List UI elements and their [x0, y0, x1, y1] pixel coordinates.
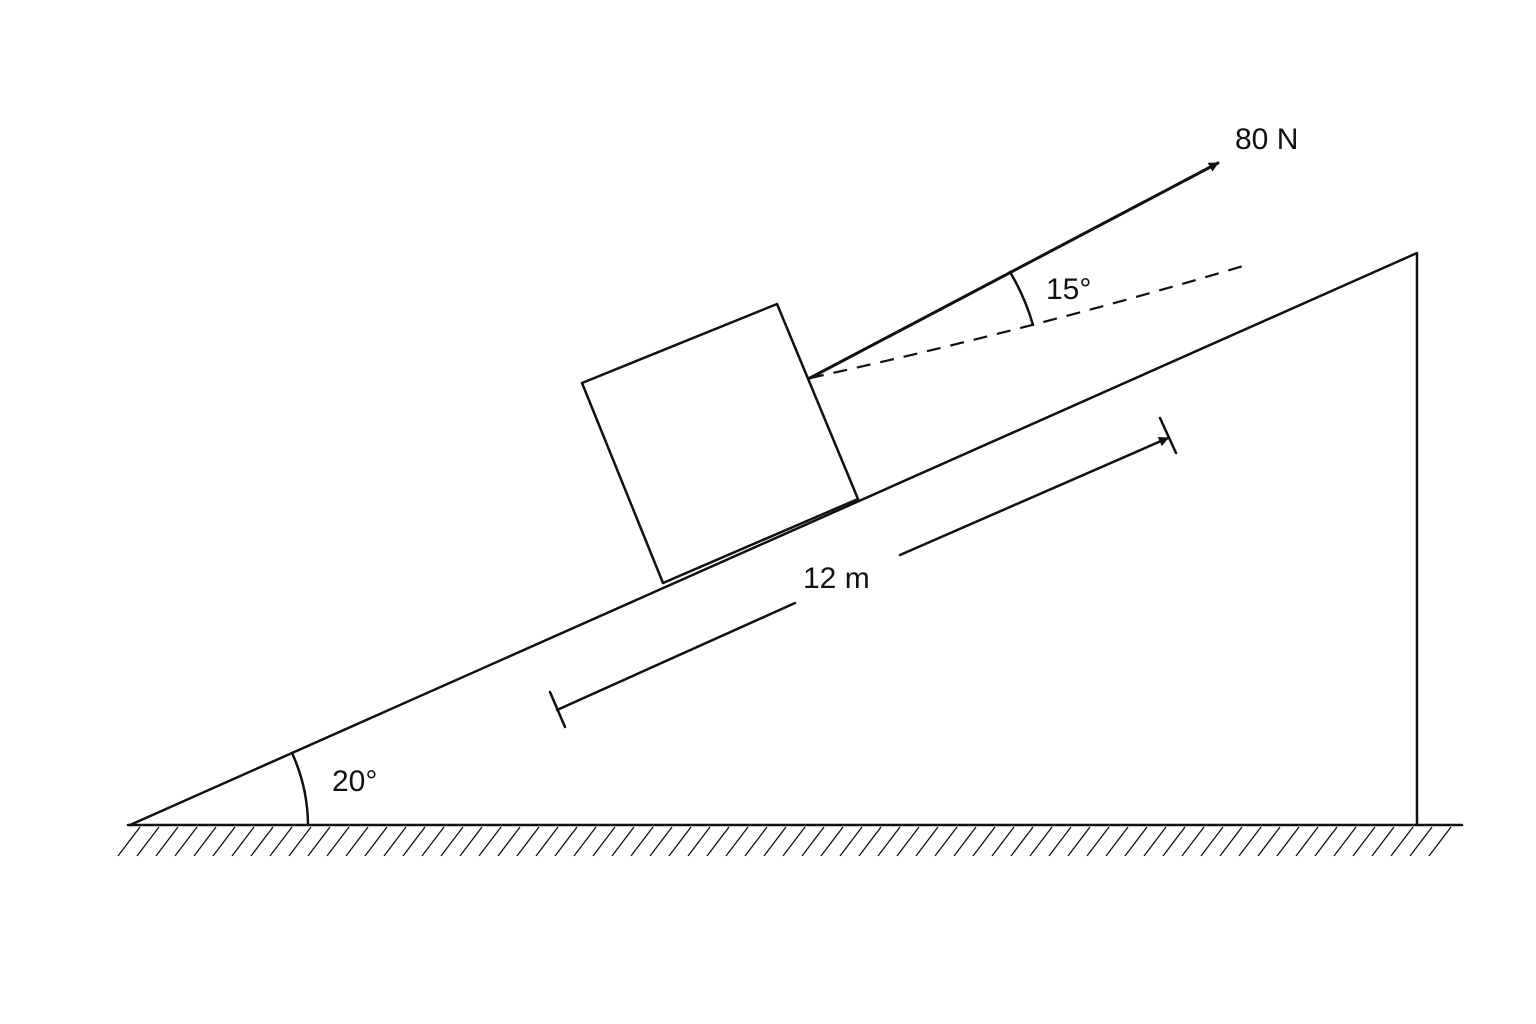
hatch-mark: [1067, 826, 1091, 857]
hatch-mark: [630, 826, 654, 857]
hatch-mark: [535, 826, 559, 857]
hatch-mark: [288, 826, 312, 857]
distance-tick-end: [1158, 416, 1178, 455]
hatch-mark: [877, 826, 901, 857]
hatch-mark: [1352, 826, 1376, 857]
hatch-mark: [782, 826, 806, 857]
hatch-mark: [915, 826, 939, 857]
hatch-mark: [1295, 826, 1319, 857]
hatch-mark: [421, 826, 445, 857]
hatch-mark: [231, 826, 255, 857]
hatch-mark: [991, 826, 1015, 857]
hatch-mark: [440, 826, 464, 857]
hatch-mark: [1048, 826, 1072, 857]
hatch-mark: [1371, 826, 1395, 857]
hatch-mark: [744, 826, 768, 857]
force-label: 80 N: [1235, 123, 1298, 156]
hatch-mark: [1181, 826, 1205, 857]
hatch-mark: [649, 826, 673, 857]
hatch-mark: [896, 826, 920, 857]
hatch-mark: [1257, 826, 1281, 857]
hatch-mark: [269, 826, 293, 857]
hatch-mark: [516, 826, 540, 857]
hatch-mark: [592, 826, 616, 857]
hatch-mark: [364, 826, 388, 857]
hatch-mark: [307, 826, 331, 857]
hatch-mark: [706, 826, 730, 857]
hatch-mark: [839, 826, 863, 857]
hatch-mark: [383, 826, 407, 857]
hatch-mark: [1086, 826, 1110, 857]
hatch-mark: [478, 826, 502, 857]
hatch-mark: [1409, 826, 1433, 857]
hatch-mark: [326, 826, 350, 857]
hatch-mark: [1029, 826, 1053, 857]
incline-angle-label: 20°: [332, 765, 377, 798]
hatch-mark: [1333, 826, 1357, 857]
hatch-mark: [1428, 826, 1452, 857]
hatch-mark: [459, 826, 483, 857]
hatch-mark: [687, 826, 711, 857]
hatch-mark: [611, 826, 635, 857]
hatch-mark: [1162, 826, 1186, 857]
hatch-mark: [763, 826, 787, 857]
hatch-mark: [725, 826, 749, 857]
hatch-mark: [972, 826, 996, 857]
hatch-mark: [934, 826, 958, 857]
ground-hatching: [117, 826, 1452, 857]
force-angle-arc: [1008, 270, 1035, 327]
incline-triangle: [128, 251, 1419, 827]
hatch-mark: [1390, 826, 1414, 857]
incline-angle-arc: [290, 751, 310, 827]
hatch-mark: [1200, 826, 1224, 857]
hatch-mark: [1124, 826, 1148, 857]
hatch-mark: [136, 826, 160, 857]
hatch-mark: [345, 826, 369, 857]
hatch-mark: [1143, 826, 1167, 857]
hatch-mark: [1105, 826, 1129, 857]
force-arrow: [808, 161, 1220, 380]
hatch-mark: [573, 826, 597, 857]
hatch-mark: [1314, 826, 1338, 857]
distance-label: 12 m: [803, 562, 870, 595]
hatch-mark: [155, 826, 179, 857]
hatch-mark: [953, 826, 977, 857]
hatch-mark: [1276, 826, 1300, 857]
hatch-mark: [402, 826, 426, 857]
hatch-mark: [1010, 826, 1034, 857]
force-angle-label: 15°: [1046, 273, 1091, 306]
hatch-mark: [1219, 826, 1243, 857]
hatch-mark: [1238, 826, 1262, 857]
block: [580, 302, 860, 585]
distance-line-lower: [555, 601, 797, 712]
distance-line-upper: [898, 436, 1170, 557]
hatch-mark: [820, 826, 844, 857]
hatch-mark: [668, 826, 692, 857]
hatch-mark: [117, 826, 141, 857]
hatch-mark: [801, 826, 825, 857]
incline-direction-dashed-line: [809, 262, 1251, 380]
hatch-mark: [193, 826, 217, 857]
hatch-mark: [174, 826, 198, 857]
hatch-mark: [212, 826, 236, 857]
hatch-mark: [250, 826, 274, 857]
hatch-mark: [554, 826, 578, 857]
hatch-mark: [858, 826, 882, 857]
hatch-mark: [497, 826, 521, 857]
